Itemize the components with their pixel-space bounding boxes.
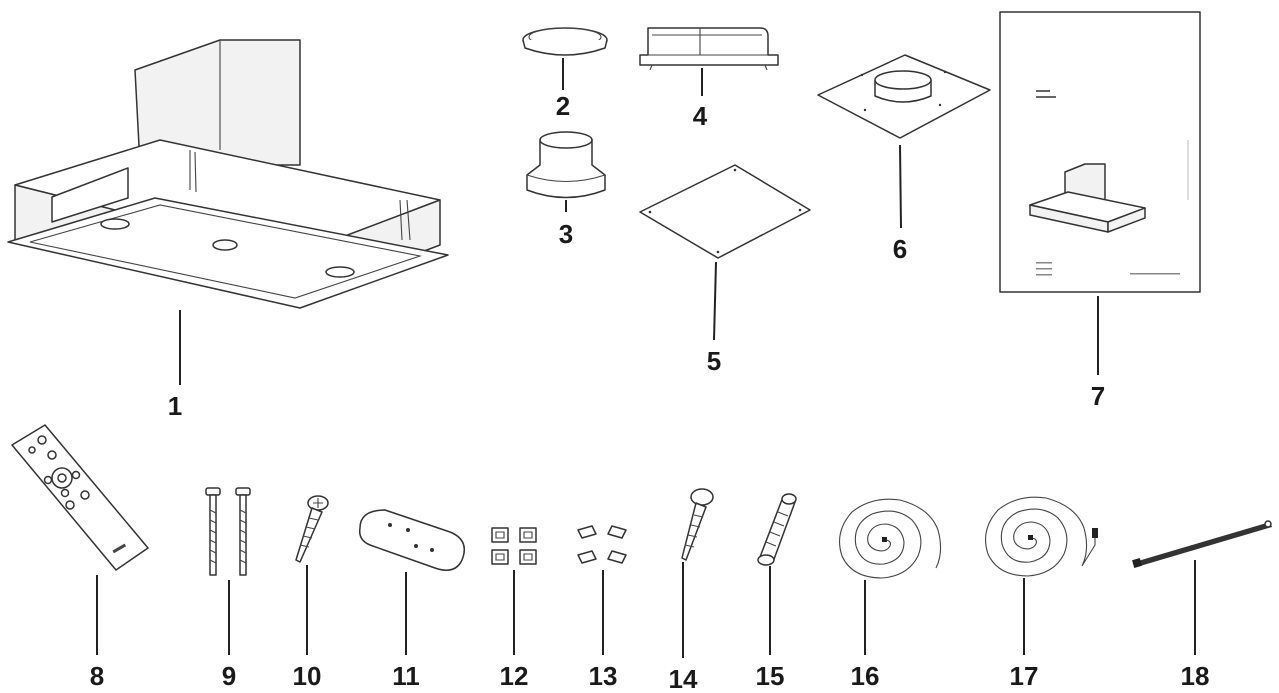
part-number-12: 12 <box>500 661 529 691</box>
long-bolts-icon <box>205 487 251 576</box>
part-number-6: 6 <box>893 234 907 264</box>
ceiling-plate-with-collar-icon <box>817 54 991 139</box>
cable-tie-icon <box>1132 520 1272 568</box>
part-number-1: 1 <box>168 391 182 421</box>
part-number-5: 5 <box>707 346 721 376</box>
instruction-manual-icon <box>999 11 1201 293</box>
coiled-cable-with-plug-icon <box>985 496 1098 577</box>
square-clips-icon <box>491 527 537 565</box>
flange-ring-icon <box>522 27 608 56</box>
part-number-2: 2 <box>556 91 570 121</box>
part-number-18: 18 <box>1181 661 1210 691</box>
part-number-17: 17 <box>1010 661 1039 691</box>
part-number-9: 9 <box>222 661 236 691</box>
wood-screw-icon <box>681 488 714 561</box>
leader-line-6 <box>899 144 902 229</box>
reducer-adapter-icon <box>526 131 606 199</box>
part-number-14: 14 <box>669 664 698 693</box>
cooker-hood-body-icon <box>7 39 449 309</box>
wall-plug-icon <box>757 493 797 566</box>
part-number-11: 11 <box>392 661 420 691</box>
leader-line-5 <box>713 261 717 341</box>
part-number-8: 8 <box>90 661 104 691</box>
part-number-13: 13 <box>589 661 618 691</box>
cover-plate-icon <box>639 164 811 259</box>
nuts-icon <box>577 525 627 564</box>
mounting-plate-icon <box>358 509 465 571</box>
part-number-16: 16 <box>851 661 880 691</box>
part-number-15: 15 <box>756 661 785 691</box>
mounting-bracket-icon <box>639 27 779 71</box>
remote-control-icon <box>11 424 149 571</box>
coiled-cable-icon <box>839 498 942 579</box>
part-number-10: 10 <box>293 661 322 691</box>
part-number-7: 7 <box>1091 381 1105 411</box>
screw-icon <box>295 495 329 563</box>
part-number-3: 3 <box>559 219 573 249</box>
part-number-4: 4 <box>693 101 708 131</box>
